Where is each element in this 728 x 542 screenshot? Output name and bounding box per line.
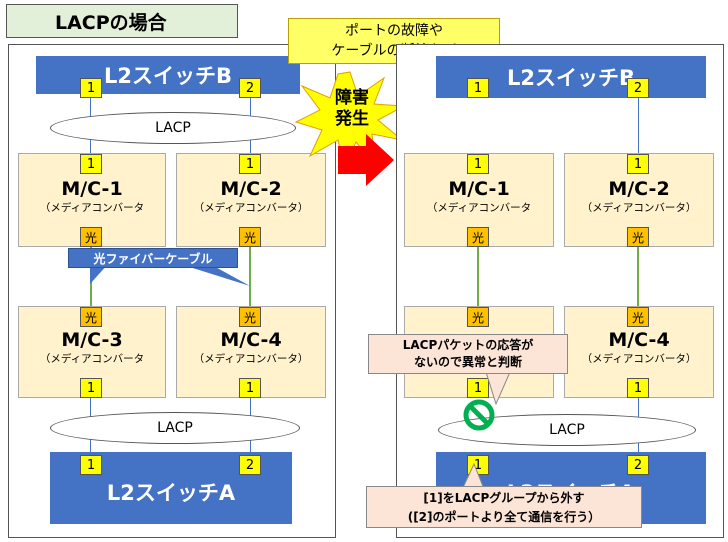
left-mc-3-optical-port: 光 [80, 307, 102, 327]
remove-callout-line1: [1]をLACPグループから外す [423, 491, 585, 505]
mc-sub: （メディアコンバータ） [193, 353, 309, 365]
port-label: 1 [86, 80, 96, 96]
optical-label: 光 [243, 310, 256, 325]
fiber-cable-callout: 光ファイバーケーブル [68, 248, 238, 268]
right-mc-3-port: 1 [467, 378, 489, 398]
fault-burst-line1: 障害 [335, 88, 369, 108]
port-label: 1 [86, 380, 96, 396]
right-mc-2-port: 1 [627, 154, 649, 174]
port-label: 2 [633, 457, 643, 473]
left-mc-1-port: 1 [80, 154, 102, 174]
right-mc-4-port: 1 [627, 378, 649, 398]
left-switch-a-label: L2スイッチA [106, 481, 236, 505]
port-label: 2 [633, 80, 643, 96]
right-switch-b-label: L2スイッチB [507, 66, 635, 90]
left-fiber-mc2-mc4 [249, 247, 251, 307]
mc-name: M/C-2 [220, 178, 282, 200]
optical-label: 光 [631, 230, 644, 245]
left-switch-a-port-2: 2 [239, 455, 261, 475]
mc-sub: （メディアコンバータ） [193, 202, 309, 214]
optical-label: 光 [243, 230, 256, 245]
mc-sub: （メディアコンバータ [39, 202, 145, 214]
judgement-callout-line2: ないので異常と判断 [413, 355, 522, 369]
left-switch-b-port-1: 1 [80, 78, 102, 98]
fault-callout: ポートの故障や ケーブルの断線など [288, 18, 500, 64]
remove-callout-line2: ([2]のポートより全て通信を行う） [407, 510, 601, 524]
prohibited-icon [463, 399, 495, 431]
mc-name: M/C-1 [61, 178, 123, 200]
port-label: 1 [245, 156, 255, 172]
right-mc-1-port: 1 [467, 154, 489, 174]
right-mc-4-optical-port: 光 [627, 307, 649, 327]
mc-sub: （メディアコンバータ） [581, 353, 697, 365]
mc-name: M/C-4 [220, 329, 282, 351]
judgement-callout: LACPパケットの応答が ないので異常と判断 [368, 334, 568, 374]
left-switch-a-port-1: 1 [80, 455, 102, 475]
right-mc-3-optical-port: 光 [467, 307, 489, 327]
mc-name: M/C-2 [608, 178, 670, 200]
right-switch-b-port-1: 1 [467, 78, 489, 98]
optical-label: 光 [631, 310, 644, 325]
right-mc-1-optical-port: 光 [467, 227, 489, 247]
port-label: 2 [245, 457, 255, 473]
fault-callout-line1: ポートの故障や [345, 23, 443, 39]
fault-arrow-icon [338, 134, 394, 186]
port-label: 1 [473, 80, 483, 96]
lacp-label: LACP [155, 120, 191, 136]
fault-burst-line2: 発生 [335, 109, 369, 129]
port-label: 1 [86, 457, 96, 473]
optical-label: 光 [84, 310, 97, 325]
left-lacp-bottom-ellipse: LACP [50, 412, 300, 444]
lacp-label: LACP [549, 422, 585, 438]
port-label: 1 [473, 380, 483, 396]
mc-name: M/C-3 [61, 329, 123, 351]
right-fiber-mc1-mc3 [477, 247, 479, 307]
fiber-cable-label: 光ファイバーケーブル [93, 251, 213, 266]
optical-label: 光 [471, 310, 484, 325]
mc-sub: （メディアコンバータ） [581, 202, 697, 214]
right-fiber-mc2-mc4 [637, 247, 639, 307]
remove-callout: [1]をLACPグループから外す ([2]のポートより全て通信を行う） [366, 486, 642, 528]
left-switch-b-label: L2スイッチB [104, 64, 232, 88]
left-mc-2-port: 1 [239, 154, 261, 174]
left-mc-3-port: 1 [80, 378, 102, 398]
right-cable-b2-mc2 [638, 96, 639, 154]
port-label: 1 [633, 380, 643, 396]
left-mc-4-port: 1 [239, 378, 261, 398]
right-switch-b-port-2: 2 [627, 78, 649, 98]
judgement-callout-line1: LACPパケットの応答が [402, 338, 534, 352]
left-mc-2-optical-port: 光 [239, 227, 261, 247]
port-label: 1 [633, 156, 643, 172]
lacp-label: LACP [157, 420, 193, 436]
mc-name: M/C-1 [448, 178, 510, 200]
right-mc-2-optical-port: 光 [627, 227, 649, 247]
page-title-text: LACPの場合 [55, 11, 167, 34]
left-mc-4-optical-port: 光 [239, 307, 261, 327]
right-switch-a-port-2: 2 [627, 455, 649, 475]
left-switch-b-port-2: 2 [239, 78, 261, 98]
page-title: LACPの場合 [6, 4, 238, 38]
port-label: 1 [86, 156, 96, 172]
left-mc-1-optical-port: 光 [80, 227, 102, 247]
port-label: 1 [473, 457, 483, 473]
mc-name: M/C-4 [608, 329, 670, 351]
port-label: 2 [245, 80, 255, 96]
fault-burst-text: 障害 発生 [330, 88, 374, 130]
port-label: 1 [473, 156, 483, 172]
mc-sub: （メディアコンバータ [426, 202, 532, 214]
optical-label: 光 [471, 230, 484, 245]
mc-sub: （メディアコンバータ [39, 353, 145, 365]
left-lacp-top-ellipse: LACP [50, 112, 296, 144]
fiber-callout-pointer [90, 264, 250, 286]
port-label: 1 [245, 380, 255, 396]
optical-label: 光 [84, 230, 97, 245]
